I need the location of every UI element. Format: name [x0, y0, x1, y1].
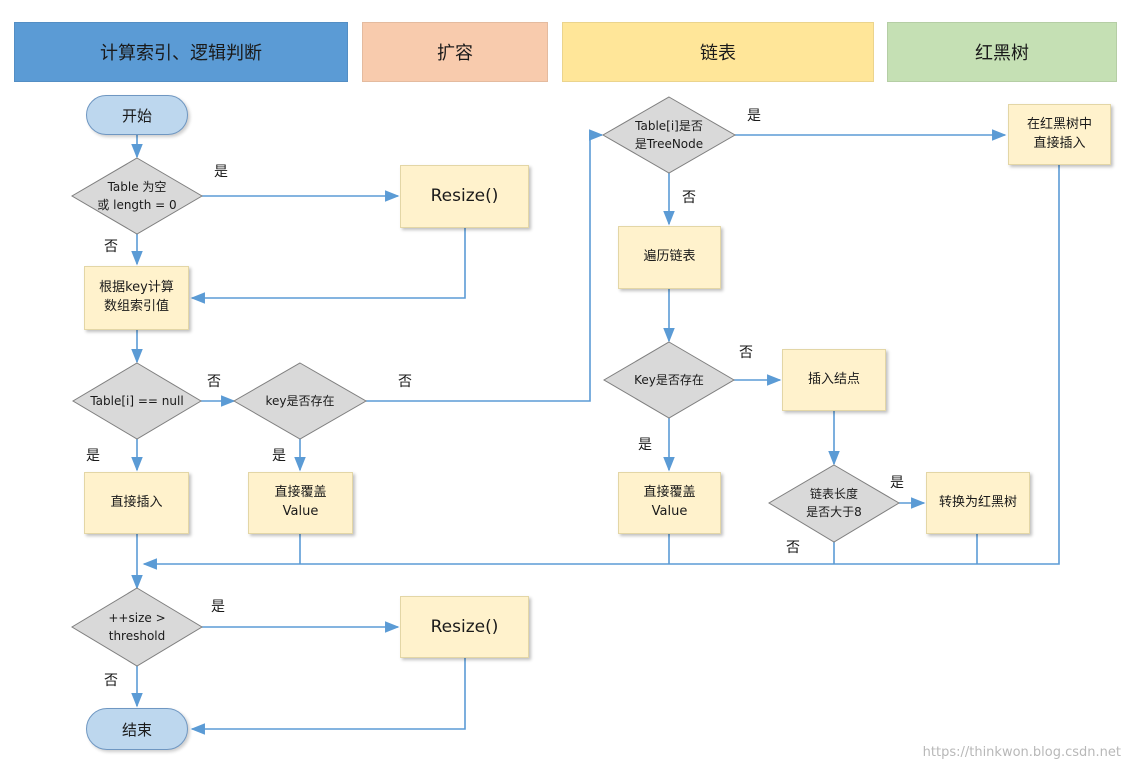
- insert-direct-box: 直接插入: [84, 472, 189, 534]
- label-yes-key-exists-1: 是: [272, 448, 286, 464]
- watermark-url: https://thinkwon.blog.csdn.net: [922, 745, 1121, 760]
- decision-key-exists-2: [603, 341, 735, 419]
- edge-resize2-to-end: [190, 658, 466, 735]
- edge-tree-insert-to-merge: [142, 165, 1060, 570]
- decision-size-threshold: [71, 587, 203, 667]
- overwrite-value-box-2: 直接覆盖 Value: [618, 472, 721, 534]
- lane-header-resize: 扩容: [362, 22, 548, 82]
- label-no-table-null: 否: [207, 374, 221, 390]
- edge-resize1-to-compute: [190, 228, 466, 304]
- resize-box-1: Resize(): [400, 165, 529, 228]
- label-yes-size: 是: [211, 599, 225, 615]
- overwrite-value-box-1: 直接覆盖 Value: [248, 472, 353, 534]
- traverse-list-box: 遍历链表: [618, 226, 721, 289]
- decision-table-empty: [71, 157, 203, 235]
- compute-index-box: 根据key计算 数组索引值: [84, 266, 189, 330]
- label-no-key-exists-1: 否: [398, 374, 412, 390]
- lane-header-linked-list: 链表: [562, 22, 874, 82]
- label-no-key-exists-2: 否: [739, 345, 753, 361]
- decision-is-treenode: [601, 96, 737, 174]
- decision-key-exists-1: [232, 362, 368, 440]
- decision-list-length: [768, 464, 900, 543]
- tree-insert-box: 在红黑树中 直接插入: [1008, 104, 1111, 165]
- label-yes-key-exists-2: 是: [638, 437, 652, 453]
- label-no-treenode: 否: [682, 190, 696, 206]
- end-terminal: 结束: [86, 708, 188, 750]
- edge-key-exists1-no: [366, 129, 604, 402]
- lane-header-index-logic: 计算索引、逻辑判断: [14, 22, 348, 82]
- label-yes-list-length: 是: [890, 475, 904, 491]
- resize-box-2: Resize(): [400, 596, 529, 658]
- label-no-list-length: 否: [786, 540, 800, 556]
- label-yes-treenode: 是: [747, 108, 761, 124]
- label-no-table-empty: 否: [104, 239, 118, 255]
- label-no-size: 否: [104, 673, 118, 689]
- decision-table-null: [72, 362, 202, 440]
- lane-header-red-black-tree: 红黑树: [887, 22, 1117, 82]
- label-yes-table-null: 是: [86, 448, 100, 464]
- insert-node-box: 插入结点: [782, 349, 886, 411]
- convert-tree-box: 转换为红黑树: [926, 472, 1030, 534]
- start-terminal: 开始: [86, 95, 188, 135]
- label-yes-table-empty: 是: [214, 164, 228, 180]
